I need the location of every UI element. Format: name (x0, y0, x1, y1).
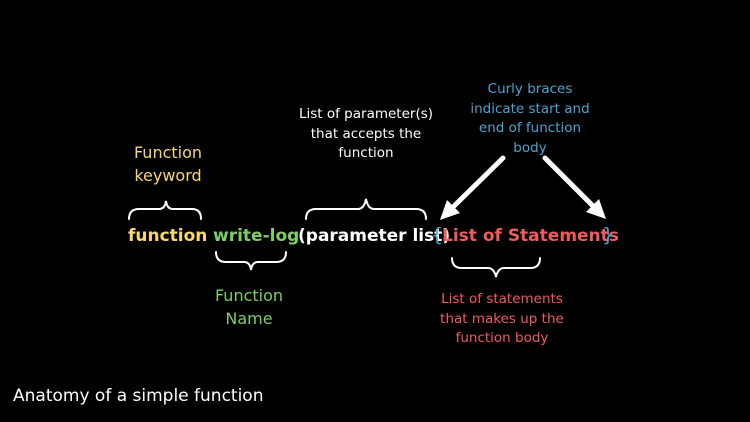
brace-under-name (215, 251, 287, 271)
annotation-function-name-line-1: Function (214, 286, 284, 305)
code-close-brace: } (602, 224, 615, 246)
annotation-statements-line-2: that makes up the (440, 310, 564, 327)
code-open-brace: { (431, 224, 444, 246)
annotation-function-keyword: Function keyword (118, 141, 218, 187)
annotation-curly-braces-line-1: Curly braces (487, 81, 573, 97)
diagram-caption: Anatomy of a simple function (13, 386, 264, 406)
brace-over-keyword (128, 200, 202, 220)
annotation-curly-braces-line-3: end of function (478, 120, 582, 137)
annotation-function-name: Function Name (199, 284, 299, 330)
annotation-curly-braces-line-4: body (513, 139, 547, 156)
annotation-statements-line-3: function body (455, 330, 549, 347)
arrow-to-close-brace-shaft (542, 155, 598, 211)
annotation-curly-braces-line-2: indicate start and (470, 100, 590, 117)
annotation-function-name-line-2: Name (225, 309, 273, 329)
annotation-function-keyword-line-2: keyword (134, 166, 202, 186)
annotation-parameter-list-line-2: that accepts the (310, 125, 422, 142)
arrow-to-open-brace-head (440, 200, 460, 220)
arrow-to-open-brace-shaft (448, 155, 506, 212)
annotation-statements-line-1: List of statements (441, 291, 563, 307)
annotation-parameter-list-line-1: List of parameter(s) (298, 106, 434, 122)
code-keyword: function (128, 226, 208, 246)
code-statements: List of Statements (442, 226, 619, 246)
annotation-statements: List of statements that makes up the fun… (422, 290, 582, 349)
brace-over-params (305, 198, 427, 220)
annotation-parameter-list-line-3: function (338, 145, 394, 162)
annotation-function-keyword-line-1: Function (133, 143, 203, 162)
annotation-curly-braces: Curly braces indicate start and end of f… (455, 80, 605, 158)
annotation-parameter-list: List of parameter(s) that accepts the fu… (286, 105, 446, 164)
code-function-name: write-log (213, 226, 300, 246)
arrow-to-close-brace-head (586, 199, 606, 219)
code-parameter-list: (parameter list) (298, 226, 451, 246)
brace-under-statements (451, 257, 541, 278)
